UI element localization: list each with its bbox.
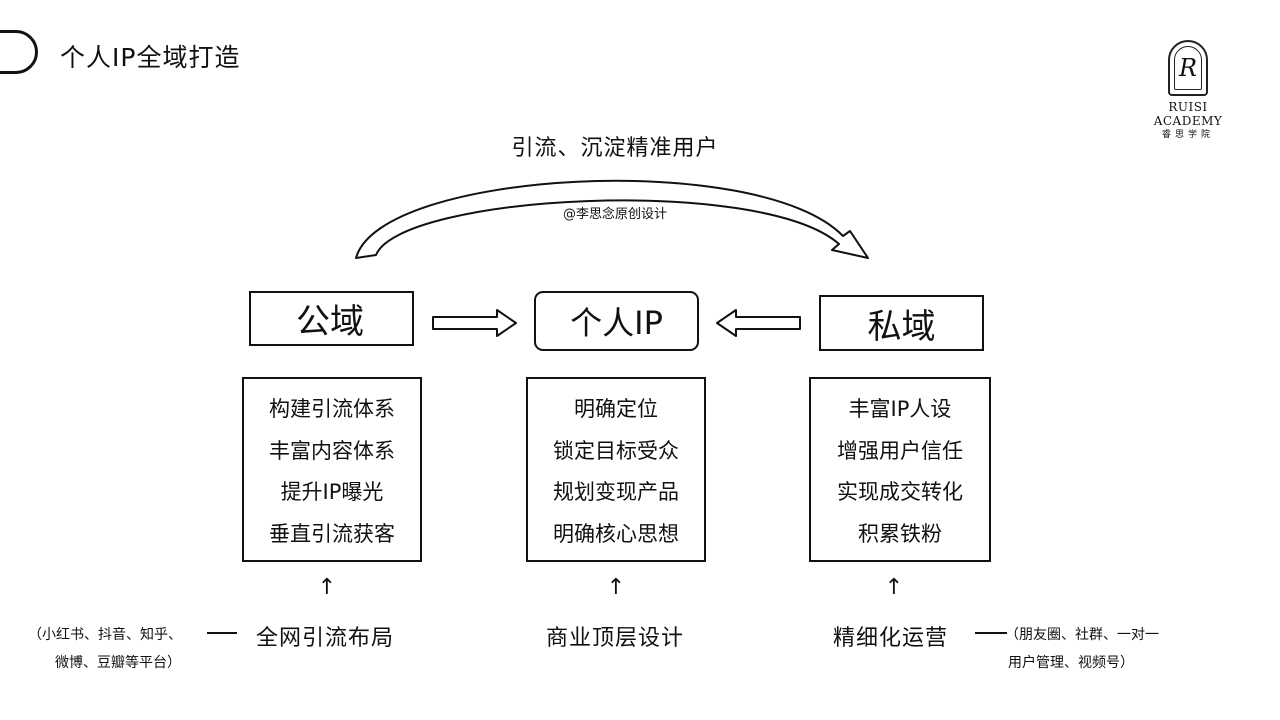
- list-item: 明确核心思想: [553, 521, 679, 546]
- private-domain-list: 丰富IP人设 增强用户信任 实现成交转化 积累铁粉: [809, 377, 991, 562]
- logo-name: RUISI ACADEMY: [1153, 100, 1223, 128]
- list-item: 锁定目标受众: [553, 438, 679, 463]
- list-item: 构建引流体系: [269, 397, 395, 421]
- up-arrow-icon: ↑: [606, 575, 626, 600]
- public-platforms-note-line1: （小红书、抖音、知乎、: [28, 627, 182, 643]
- public-domain-list: 构建引流体系 丰富内容体系 提升IP曝光 垂直引流获客: [242, 377, 422, 562]
- connector-dash: [207, 632, 237, 634]
- list-item: 提升IP曝光: [280, 480, 384, 505]
- logo-subtitle: 睿思学院: [1161, 130, 1214, 140]
- public-platforms-note-line2: 微博、豆瓣等平台）: [55, 655, 181, 671]
- logo-emblem-icon: R: [1168, 40, 1208, 96]
- connector-dash: [975, 632, 1007, 634]
- list-item: 积累铁粉: [858, 521, 942, 546]
- personal-ip-list: 明确定位 锁定目标受众 规划变现产品 明确核心思想: [526, 377, 706, 562]
- watermark: @李思念原创设计: [562, 207, 667, 222]
- list-item: 增强用户信任: [837, 438, 963, 463]
- public-strategy-title: 全网引流布局: [256, 626, 395, 651]
- list-item: 丰富内容体系: [269, 438, 395, 463]
- page-title: 个人IP全域打造: [60, 43, 241, 72]
- list-item: 实现成交转化: [837, 480, 963, 505]
- public-domain-box: 公域: [249, 291, 414, 346]
- header-decoration: [0, 30, 38, 74]
- ip-strategy-title: 商业顶层设计: [546, 626, 685, 651]
- list-item: 规划变现产品: [553, 480, 679, 505]
- list-item: 丰富IP人设: [848, 397, 952, 421]
- private-channels-note-line2: 用户管理、视频号）: [1008, 655, 1134, 671]
- list-item: 垂直引流获客: [269, 521, 395, 546]
- brand-logo: R RUISI ACADEMY 睿思学院: [1132, 40, 1244, 140]
- list-item: 明确定位: [574, 397, 658, 421]
- up-arrow-icon: ↑: [884, 575, 904, 600]
- private-strategy-title: 精细化运营: [833, 626, 949, 651]
- right-arrow-icon: [432, 309, 517, 337]
- up-arrow-icon: ↑: [317, 575, 337, 600]
- left-arrow-icon: [716, 309, 801, 337]
- arc-label: 引流、沉淀精准用户: [511, 136, 719, 161]
- private-channels-note-line1: （朋友圈、社群、一对一: [1005, 627, 1159, 643]
- curved-arrow-icon: [355, 179, 869, 259]
- private-domain-box: 私域: [819, 295, 984, 351]
- personal-ip-box: 个人IP: [534, 291, 699, 351]
